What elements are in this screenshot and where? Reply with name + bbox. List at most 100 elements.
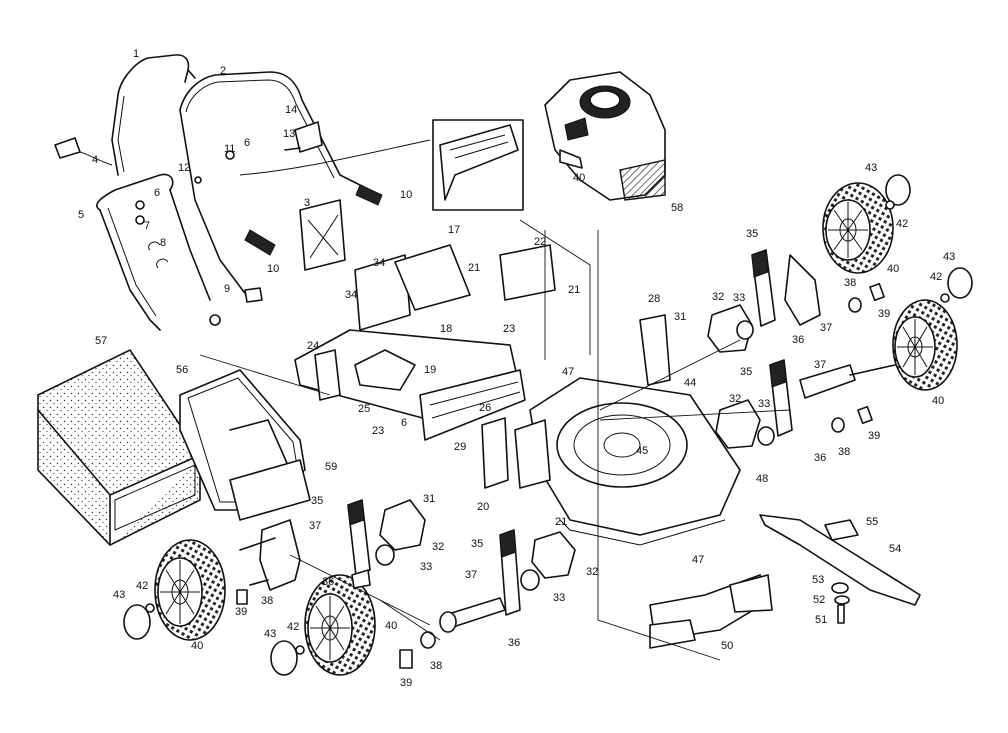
axle-37-rear	[399, 597, 506, 669]
bag-frame-59	[229, 459, 311, 521]
callout-36d: 36	[508, 637, 520, 649]
callout-6c: 6	[401, 417, 407, 429]
wheel-rear-right	[892, 299, 958, 391]
rear-flap-bracket	[481, 314, 671, 489]
callout-42d: 42	[287, 621, 299, 633]
callout-21a: 21	[468, 262, 480, 274]
callout-29: 29	[454, 441, 466, 453]
callout-25: 25	[358, 403, 370, 415]
callout-23b: 23	[372, 425, 384, 437]
callout-37b: 37	[814, 359, 826, 371]
callout-32c: 32	[432, 541, 444, 553]
callout-23a: 23	[503, 323, 515, 335]
callout-11: 11	[224, 143, 235, 155]
callout-39a: 39	[878, 308, 890, 320]
callout-12: 12	[178, 162, 190, 174]
callout-14: 14	[285, 104, 297, 116]
callout-10b: 10	[267, 263, 279, 275]
callout-33d: 33	[553, 592, 565, 604]
grass-bag-57	[37, 348, 201, 546]
callout-32b: 32	[729, 393, 741, 405]
callout-38a: 38	[844, 277, 856, 289]
callout-52: 52	[813, 594, 825, 606]
callout-labels: 1 2 14 13 11 6 4 12 6 10 5 7 3 8 10 9 17…	[78, 48, 955, 689]
callout-2: 2	[220, 65, 226, 77]
callout-13: 13	[283, 128, 295, 140]
callout-31a: 31	[674, 311, 686, 323]
callout-51: 51	[815, 614, 827, 626]
callout-39d: 39	[400, 677, 412, 689]
callout-44: 44	[684, 377, 696, 389]
callout-42c: 42	[136, 580, 148, 592]
callout-34b: 34	[345, 289, 357, 301]
hardware-8-9	[148, 241, 263, 303]
callout-40d: 40	[191, 640, 203, 652]
callout-47b: 47	[692, 554, 704, 566]
deck-46	[529, 377, 741, 546]
decal-3	[299, 199, 346, 271]
callout-31b: 31	[423, 493, 435, 505]
lower-handle-right	[179, 71, 381, 301]
callout-43b: 43	[943, 251, 955, 263]
wheel-front-right	[822, 182, 894, 274]
callout-4: 4	[92, 154, 98, 166]
callout-34a: 34	[373, 257, 385, 269]
assembly-guide-lines	[199, 219, 791, 661]
wheel-rear-left	[304, 574, 376, 676]
callout-33a: 33	[733, 292, 745, 304]
callout-48: 48	[756, 473, 768, 485]
callout-24: 24	[307, 340, 319, 352]
callout-36b: 36	[814, 452, 826, 464]
callout-22: 22	[534, 236, 546, 248]
callout-10a: 10	[400, 189, 412, 201]
engine-58	[544, 71, 666, 201]
callout-39c: 39	[235, 606, 247, 618]
control-cable	[54, 137, 431, 176]
upper-handle	[111, 54, 196, 176]
callout-35c: 35	[311, 495, 323, 507]
callout-35b: 35	[740, 366, 752, 378]
callout-57: 57	[95, 335, 107, 347]
callout-9: 9	[224, 283, 230, 295]
callout-35d: 35	[471, 538, 483, 550]
callout-3: 3	[304, 197, 310, 209]
callout-59: 59	[325, 461, 337, 473]
callout-40b: 40	[887, 263, 899, 275]
callout-47a: 47	[562, 366, 574, 378]
gears-left	[375, 499, 576, 591]
callout-37c: 37	[309, 520, 321, 532]
callout-19: 19	[424, 364, 436, 376]
callout-38d: 38	[430, 660, 442, 672]
callout-1: 1	[133, 48, 139, 60]
callout-21b: 21	[568, 284, 580, 296]
callout-43d: 43	[264, 628, 276, 640]
callout-8: 8	[160, 237, 166, 249]
callout-43a: 43	[865, 162, 877, 174]
callout-33b: 33	[758, 398, 770, 410]
callout-21c: 21	[555, 516, 567, 528]
callout-42b: 42	[930, 271, 942, 283]
height-lever-35-rear	[499, 529, 521, 616]
height-lever-35-front	[347, 499, 371, 589]
callout-40-engine: 40	[573, 172, 585, 184]
callout-36a: 36	[792, 334, 804, 346]
bracket-14	[284, 121, 323, 153]
callout-6b: 6	[154, 187, 160, 199]
callout-32a: 32	[712, 291, 724, 303]
wheel-front-left	[154, 539, 226, 641]
callout-43c: 43	[113, 589, 125, 601]
baffle-50	[649, 574, 773, 649]
callout-28: 28	[648, 293, 660, 305]
callout-32d: 32	[586, 566, 598, 578]
callout-50: 50	[721, 640, 733, 652]
callout-53: 53	[812, 574, 824, 586]
callout-33c: 33	[420, 561, 432, 573]
callout-40e: 40	[385, 620, 397, 632]
lower-handle-left	[96, 173, 211, 331]
callout-39b: 39	[868, 430, 880, 442]
discharge-chute-assembly	[294, 244, 556, 441]
callout-37d: 37	[465, 569, 477, 581]
callout-26: 26	[479, 402, 491, 414]
callout-56: 56	[176, 364, 188, 376]
